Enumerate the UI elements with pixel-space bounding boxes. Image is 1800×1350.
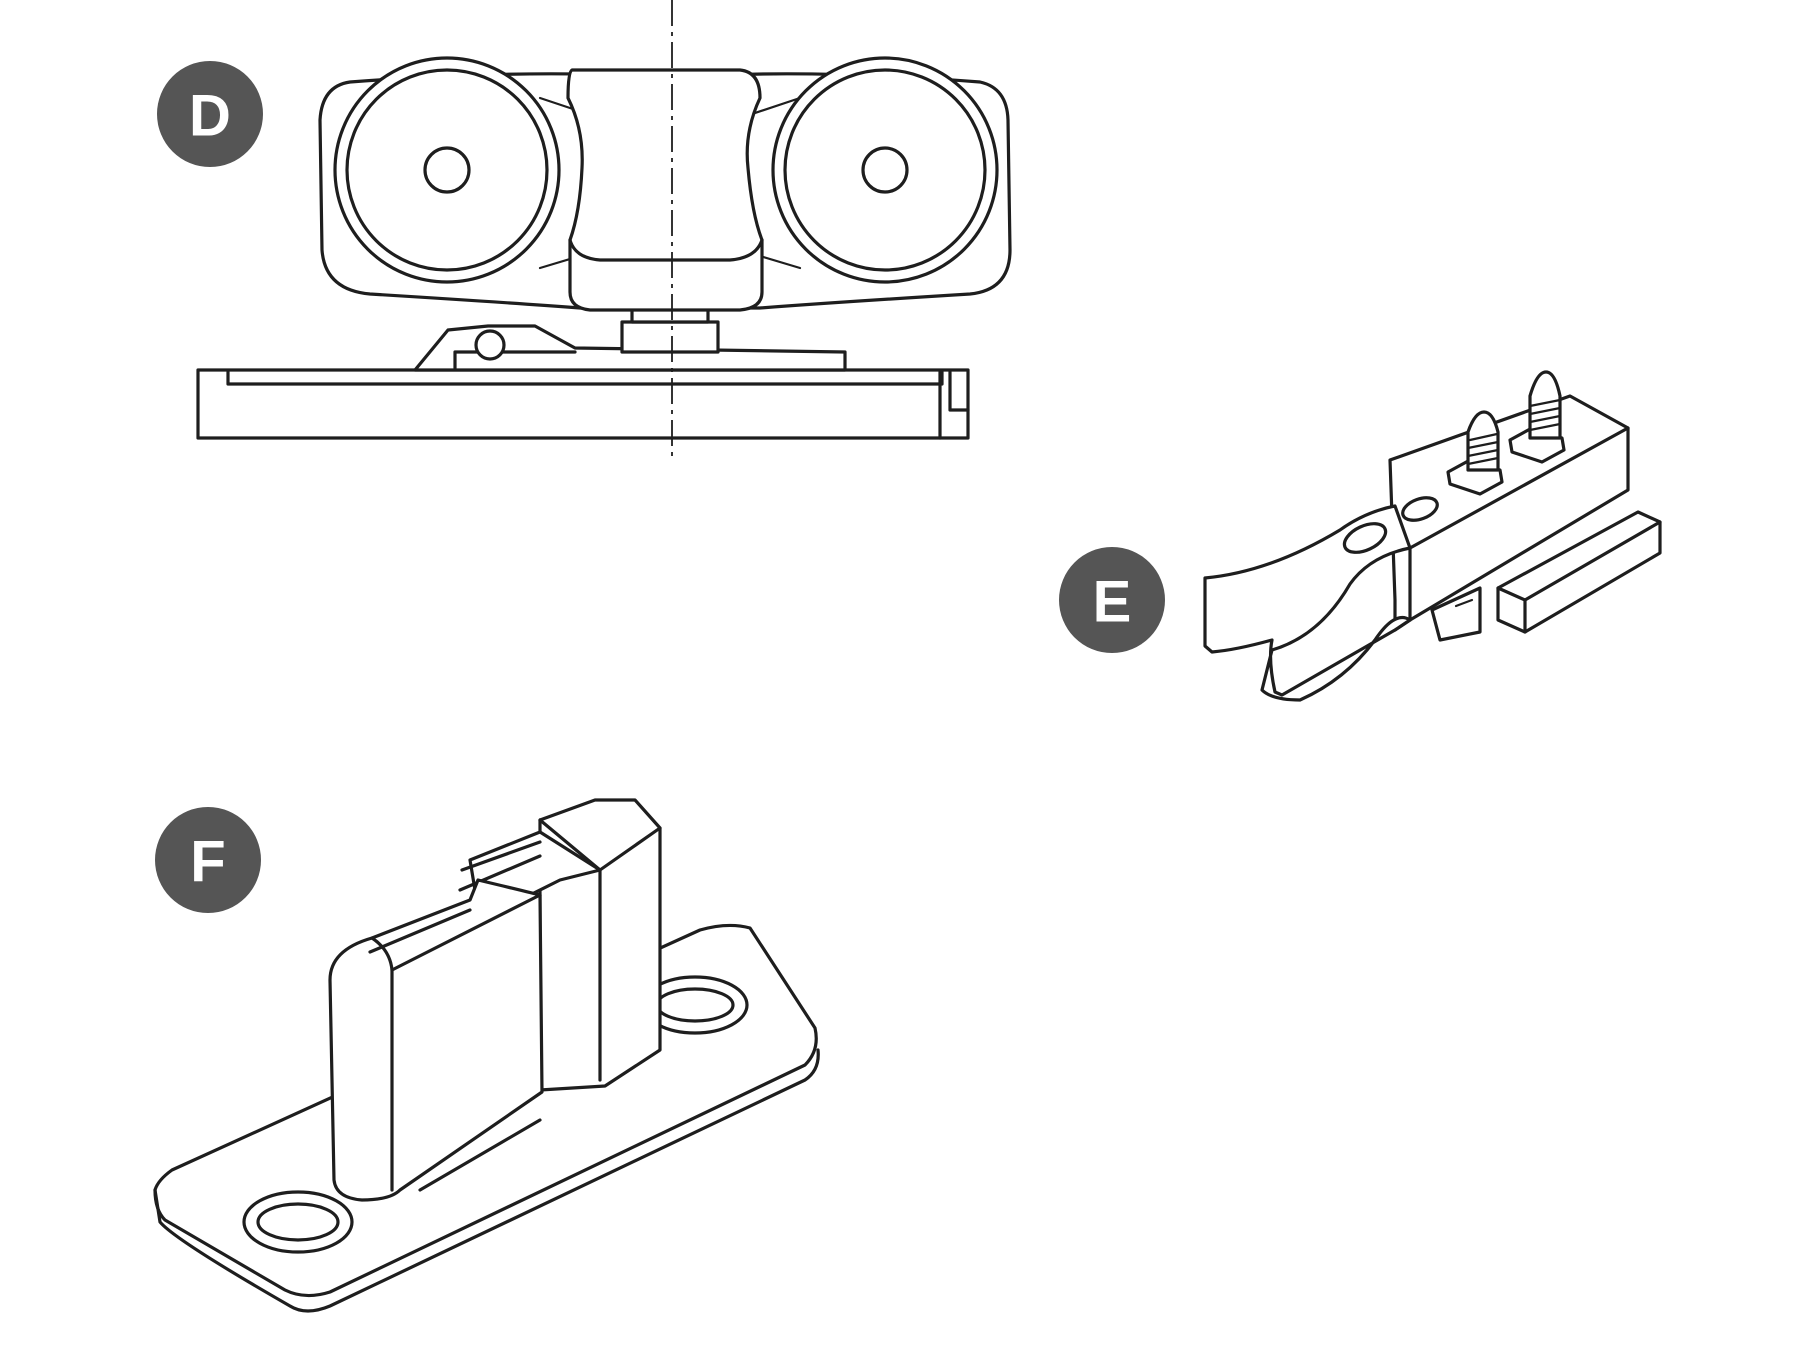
part-e-stopper	[1203, 370, 1662, 702]
badge-e-label: E	[1093, 570, 1132, 635]
guide-slot-left	[242, 1190, 354, 1254]
lever-slot	[1342, 522, 1388, 554]
right-wheel	[771, 56, 999, 284]
lever-hole	[1401, 496, 1439, 522]
badge-d: D	[157, 61, 263, 167]
stopper-slide-block	[1430, 510, 1662, 642]
base-rail	[196, 368, 970, 440]
right-wheel-axle	[861, 146, 909, 194]
badge-f: F	[155, 807, 261, 913]
part-d-roller-carriage	[196, 0, 1012, 458]
left-wheel	[333, 56, 561, 284]
badge-e: E	[1059, 547, 1165, 653]
stopper-lever-arms	[1203, 496, 1439, 702]
stopper-screw-2	[1508, 370, 1566, 464]
left-wheel-axle	[423, 146, 471, 194]
badge-f-label: F	[190, 830, 225, 895]
guide-front-blade	[328, 878, 544, 1202]
badge-e-circle	[1059, 547, 1165, 653]
badge-d-label: D	[189, 84, 231, 149]
badge-f-circle	[155, 807, 261, 913]
mounting-plate	[413, 324, 847, 372]
badge-d-circle	[157, 61, 263, 167]
plate-hole	[474, 329, 506, 361]
stopper-screw-1	[1446, 410, 1504, 496]
center-block	[566, 68, 764, 312]
part-f-floor-guide	[153, 798, 820, 1313]
